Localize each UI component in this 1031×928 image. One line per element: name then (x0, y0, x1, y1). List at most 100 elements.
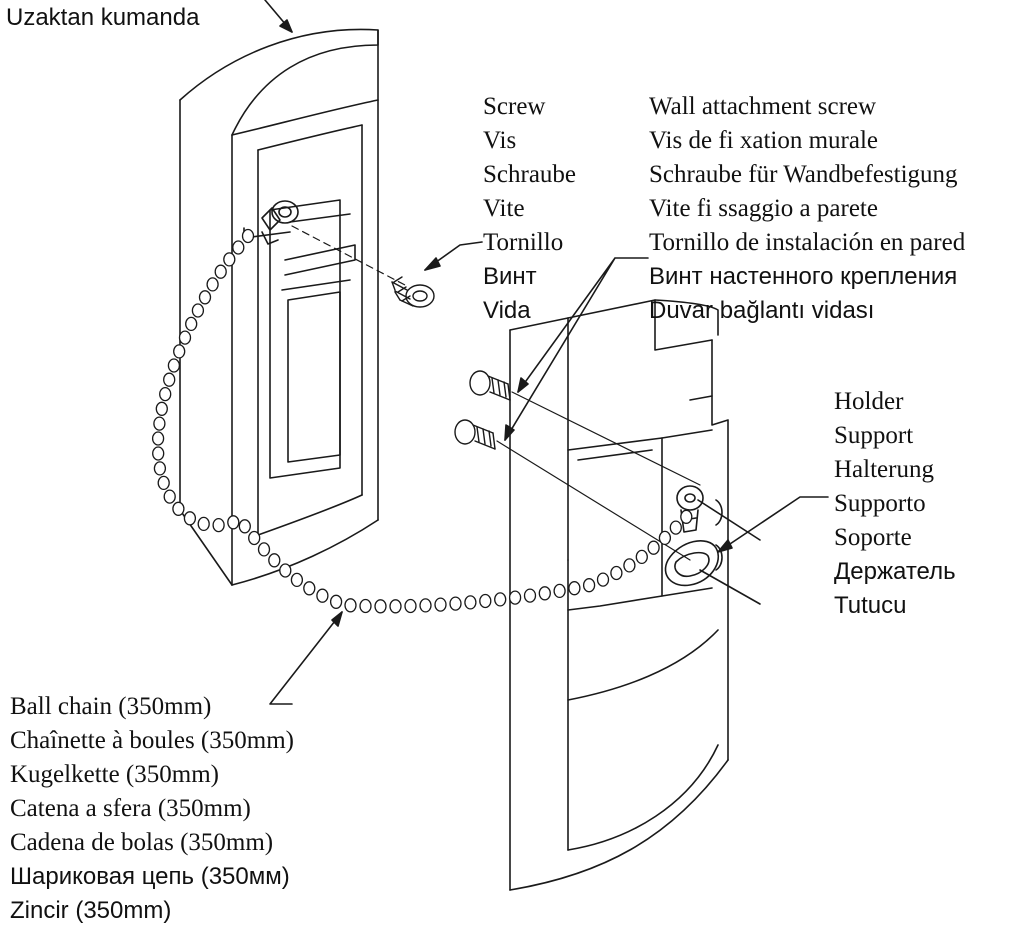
chain-bead (523, 588, 537, 603)
chain-bead (279, 563, 292, 578)
wall-screw-label-it: Vite fi ssaggio a parete (649, 195, 878, 222)
chain-label-en: Ball chain (350mm) (10, 693, 212, 720)
chain-bead (151, 431, 165, 446)
chain-bead (153, 461, 167, 476)
chain-bead (680, 509, 693, 524)
remote-control (179, 28, 406, 586)
chain-bead (344, 598, 357, 613)
chain-bead (610, 565, 623, 581)
holder-label-ru: Держатель (834, 558, 956, 585)
screw-label-fr: Vis (483, 127, 517, 154)
chain-bead (206, 277, 219, 292)
chain-bead (568, 581, 581, 596)
screw-label: Screw Vis Schraube Vite Tornillo Винт Vi… (483, 90, 576, 328)
chain-bead (316, 588, 329, 603)
wall-screw-label-es: Tornillo de instalación en pared (649, 229, 966, 256)
chain-label-es: Cadena de bolas (350mm) (10, 829, 274, 856)
screw-label-ru: Винт (483, 263, 537, 290)
holder-label: Holder Support Halterung Supporto Soport… (834, 385, 956, 623)
wall-attachment-screw-label: Wall attachment screw Vis de fi xation m… (649, 90, 965, 328)
chain-bead (238, 519, 251, 534)
chain-bead (359, 598, 372, 614)
chain-bead (635, 549, 648, 565)
chain-bead (223, 252, 236, 267)
chain-bead (290, 572, 304, 588)
chain-bead (248, 530, 261, 546)
screw-label-tr: Vida (483, 297, 531, 324)
chain-leader (269, 611, 343, 705)
chain-bead (658, 530, 672, 546)
wall-screw-leader (504, 257, 649, 441)
ball-chain-label: Ball chain (350mm) Chaînette à boules (3… (10, 690, 294, 928)
chain-bead (449, 596, 462, 611)
wall-screw-icon-2 (454, 419, 691, 561)
chain-bead (241, 228, 255, 244)
holder-label-en: Holder (834, 388, 904, 415)
chain-bead (155, 401, 168, 416)
chain-bead (214, 264, 227, 279)
chain-bead (163, 489, 176, 504)
chain-bead (647, 540, 660, 555)
holder-label-tr: Tutucu (834, 592, 907, 619)
chain-label-ru: Шариковая цепь (350мм) (10, 863, 290, 890)
chain-bead (553, 583, 566, 599)
chain-bead (185, 316, 198, 332)
chain-bead (268, 553, 281, 568)
chain-bead (198, 290, 212, 305)
chain-bead (538, 586, 551, 601)
chain-bead (167, 358, 181, 373)
remote-control-label: Uzaktan kumanda (6, 3, 199, 33)
screw-label-it: Vite (483, 195, 525, 222)
remote-attachment-ring (271, 200, 299, 224)
wall-screw-icon-1 (469, 370, 701, 486)
wall-screw-label-de: Schraube für Wandbefestigung (649, 161, 958, 188)
holder-label-de: Halterung (834, 456, 934, 483)
chain-bead (303, 581, 316, 596)
chain-bead (419, 598, 432, 613)
holder-leader (717, 496, 829, 553)
chain-bead (227, 515, 240, 530)
chain-bead (159, 386, 172, 402)
remote-control-label-tr: Uzaktan kumanda (6, 4, 200, 31)
chain-label-de: Kugelkette (350mm) (10, 761, 219, 788)
chain-bead (163, 372, 176, 387)
chain-bead (404, 598, 417, 614)
wall-screw-label-ru: Винт настенного крепления (649, 263, 958, 290)
chain-bead (153, 416, 166, 431)
chain-bead (197, 516, 210, 532)
chain-label-fr: Chaînette à boules (350mm) (10, 727, 294, 754)
wall-screw-label-tr: Duvar bağlantı vidası (649, 297, 875, 324)
chain-bead (434, 597, 447, 612)
chain-bead (172, 501, 185, 516)
chain-bead (183, 511, 197, 526)
chain-bead (178, 330, 192, 345)
chain-bead (232, 240, 245, 255)
chain-bead (494, 592, 507, 607)
chain-bead (596, 572, 610, 587)
chain-bead (374, 599, 387, 614)
screw-label-en: Screw (483, 93, 546, 120)
chain-bead (173, 344, 186, 359)
chain-bead (669, 520, 682, 535)
holder-label-it: Supporto (834, 490, 926, 517)
screw-label-es: Tornillo (483, 229, 564, 256)
chain-label-it: Catena a sfera (350mm) (10, 795, 251, 822)
chain-bead (389, 599, 402, 614)
chain-bead (157, 475, 170, 491)
chain-bead (257, 542, 271, 557)
chain-bead (464, 595, 477, 610)
screw-icon (391, 276, 435, 308)
holder (509, 299, 761, 891)
chain-bead (582, 578, 596, 593)
chain-bead (191, 303, 205, 318)
holder-label-fr: Support (834, 422, 914, 449)
holder-eyelet-top (676, 485, 704, 511)
chain-bead (152, 446, 165, 461)
holder-label-es: Soporte (834, 524, 912, 551)
wall-screw-label-en: Wall attachment screw (649, 93, 877, 120)
chain-bead (623, 558, 636, 573)
wall-screw-label-fr: Vis de fi xation murale (649, 127, 878, 154)
chain-bead (508, 590, 522, 605)
chain-bead (329, 594, 343, 609)
